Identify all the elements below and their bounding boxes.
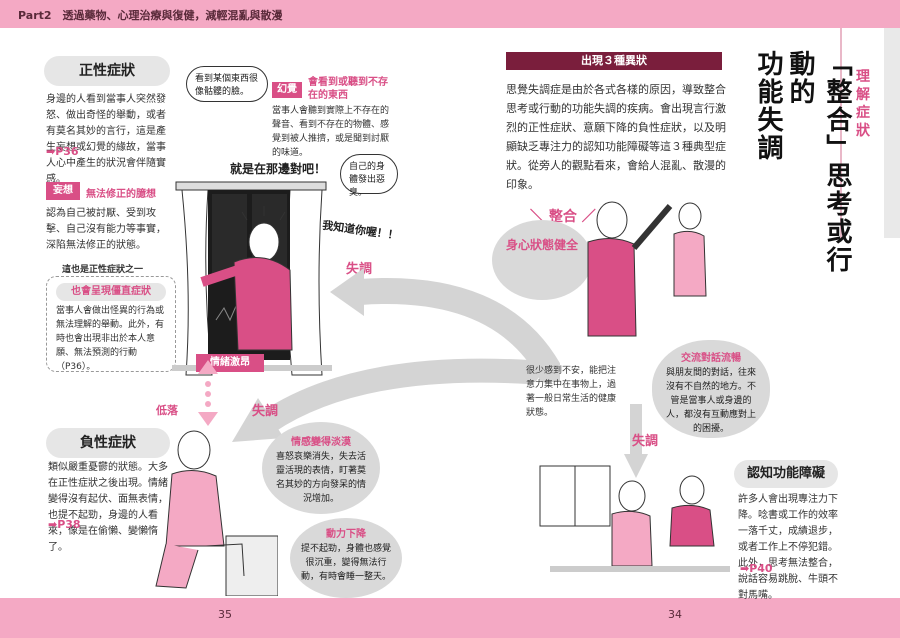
catatonia-title: 也會呈現僵直症狀 (56, 283, 166, 301)
classroom-illustration (539, 465, 730, 572)
main-title-col1: 「整合」思考或行動的 (785, 50, 852, 274)
side-tab-label: 理解症狀 (856, 69, 870, 139)
low-energy-body: 提不起勁，身體也感覺很沉重，變得無法行動，有時會睡一整天。 (300, 544, 391, 582)
negative-symptoms-body: 類似嚴重憂鬱的狀態。大多在正性症狀之後出現。情緒變得沒有起伏、面無表情，也提不起… (48, 462, 168, 553)
window-scene-illustration (172, 181, 332, 376)
fluent-talk-body: 與朋友間的對話，往來沒有不自然的地方。不管是當事人或身邊的人，都沒有互動應對上的… (665, 368, 756, 434)
fluent-talk-bubble: 交流對話流暢 與朋友間的對話，往來沒有不自然的地方。不管是當事人或身邊的人，都沒… (652, 340, 770, 438)
cognitive-body: 許多人會出現專注力下降。唸書或工作的效率一落千丈，成績退步，或者工作上不停犯錯。… (738, 494, 838, 601)
page-number-left: 35 (218, 608, 232, 621)
arrow-to-negative (232, 358, 538, 442)
positive-symptoms-heading: 正性症狀 (44, 56, 170, 86)
catatonia-body: 當事人會做出怪異的行為或無法理解的舉動。此外，有時也會出現非出於本人意願、無法預… (56, 306, 165, 372)
low-mood-label: 低落 (156, 404, 178, 417)
flat-affect-body: 喜怒哀樂消失，失去活靈活現的表情，盯著莫名其妙的方向發呆的情況增加。 (275, 452, 366, 504)
top-band: Part2 透過藥物、心理治療與復健，減輕混亂與散漫 (0, 0, 900, 28)
side-tab-rail (884, 28, 900, 238)
page-number-right: 34 (668, 608, 682, 621)
negative-symptoms-heading: 負性症狀 (46, 428, 170, 458)
hallucination-title: 會看到或聽到不存在的東西 (308, 77, 388, 101)
friends-waving-illustration (587, 201, 707, 337)
dysfunction-label-top: 失調 (346, 262, 373, 277)
catatonia-intro: 這也是正性症狀之一 (62, 265, 144, 275)
up-down-arrow (198, 360, 218, 426)
bottom-band (0, 598, 900, 638)
hallucination-tag: 幻覺 (272, 82, 302, 98)
catatonia-box (46, 276, 176, 372)
running-header: Part2 透過藥物、心理治療與復健，減輕混亂與散漫 (18, 9, 283, 22)
positive-symptoms-body: 身邊的人看到當事人突然發怒、做出奇怪的舉動，或者有莫名其妙的言行，這是產生妄想或… (46, 94, 166, 185)
delusion-body: 認為自己被討厭、受到攻擊、自己沒有能力等事實，深陷無法修正的狀態。 (46, 208, 166, 251)
healthy-state-text: 身心狀態健全 (505, 238, 578, 252)
dysfunction-label-right: 失調 (632, 434, 659, 449)
section-bar: 出現３種異狀 (506, 52, 722, 70)
shout-there: 就是在那邊對吧！ (230, 162, 327, 176)
shout-i-know: 我知道你喔！！ (321, 218, 400, 243)
cognitive-ref[interactable]: ➡P40 (740, 562, 773, 575)
dysfunction-label-middle: 失調 (252, 404, 279, 419)
intro-paragraph: 思覺失調症是由於各式各樣的原因，導致整合思考或行動的功能失調的疾病。會出現言行激… (506, 83, 726, 191)
hallucination-body: 當事人會聽到實際上不存在的聲音、看到不存在的物體、感覺到被人推擠，或是聞到討厭的… (272, 106, 390, 158)
side-tab[interactable]: 理解症狀 (840, 28, 900, 238)
delusion-tag: 妄想 (46, 182, 80, 200)
healthy-note: 很少感到不安，能把注意力集中在事物上，過著一般日常生活的健康狀態。 (526, 366, 617, 418)
speech-bubble-skull: 看到某個東西很像骷髏的臉。 (186, 66, 268, 102)
healthy-state-bubble: 身心狀態健全 (492, 220, 592, 300)
arrow-down-to-cognitive (624, 404, 648, 478)
flat-affect-bubble: 情感變得淡漠 喜怒哀樂消失，失去活靈活現的表情，盯著莫名其妙的方向發呆的情況增加… (262, 422, 380, 514)
low-energy-title: 動力下降 (326, 529, 366, 540)
sitting-person-illustration (155, 430, 278, 596)
low-energy-bubble: 動力下降 提不起勁，身體也感覺很沉重，變得無法行動，有時會睡一整天。 (290, 518, 402, 598)
cognitive-heading: 認知功能障礙 (734, 460, 838, 488)
flat-affect-title: 情感變得淡漠 (291, 437, 351, 448)
negative-symptoms-ref[interactable]: ➡P38 (48, 518, 81, 531)
fluent-talk-title: 交流對話流暢 (681, 353, 741, 364)
speech-bubble-odor: 自己的身體發出惡臭。 (340, 154, 398, 198)
delusion-title: 無法修正的臆想 (86, 189, 156, 200)
arrow-to-positive (330, 268, 560, 382)
main-title-col2: 功能失調 (753, 50, 783, 162)
positive-symptoms-ref[interactable]: ➡P36 (46, 145, 79, 158)
